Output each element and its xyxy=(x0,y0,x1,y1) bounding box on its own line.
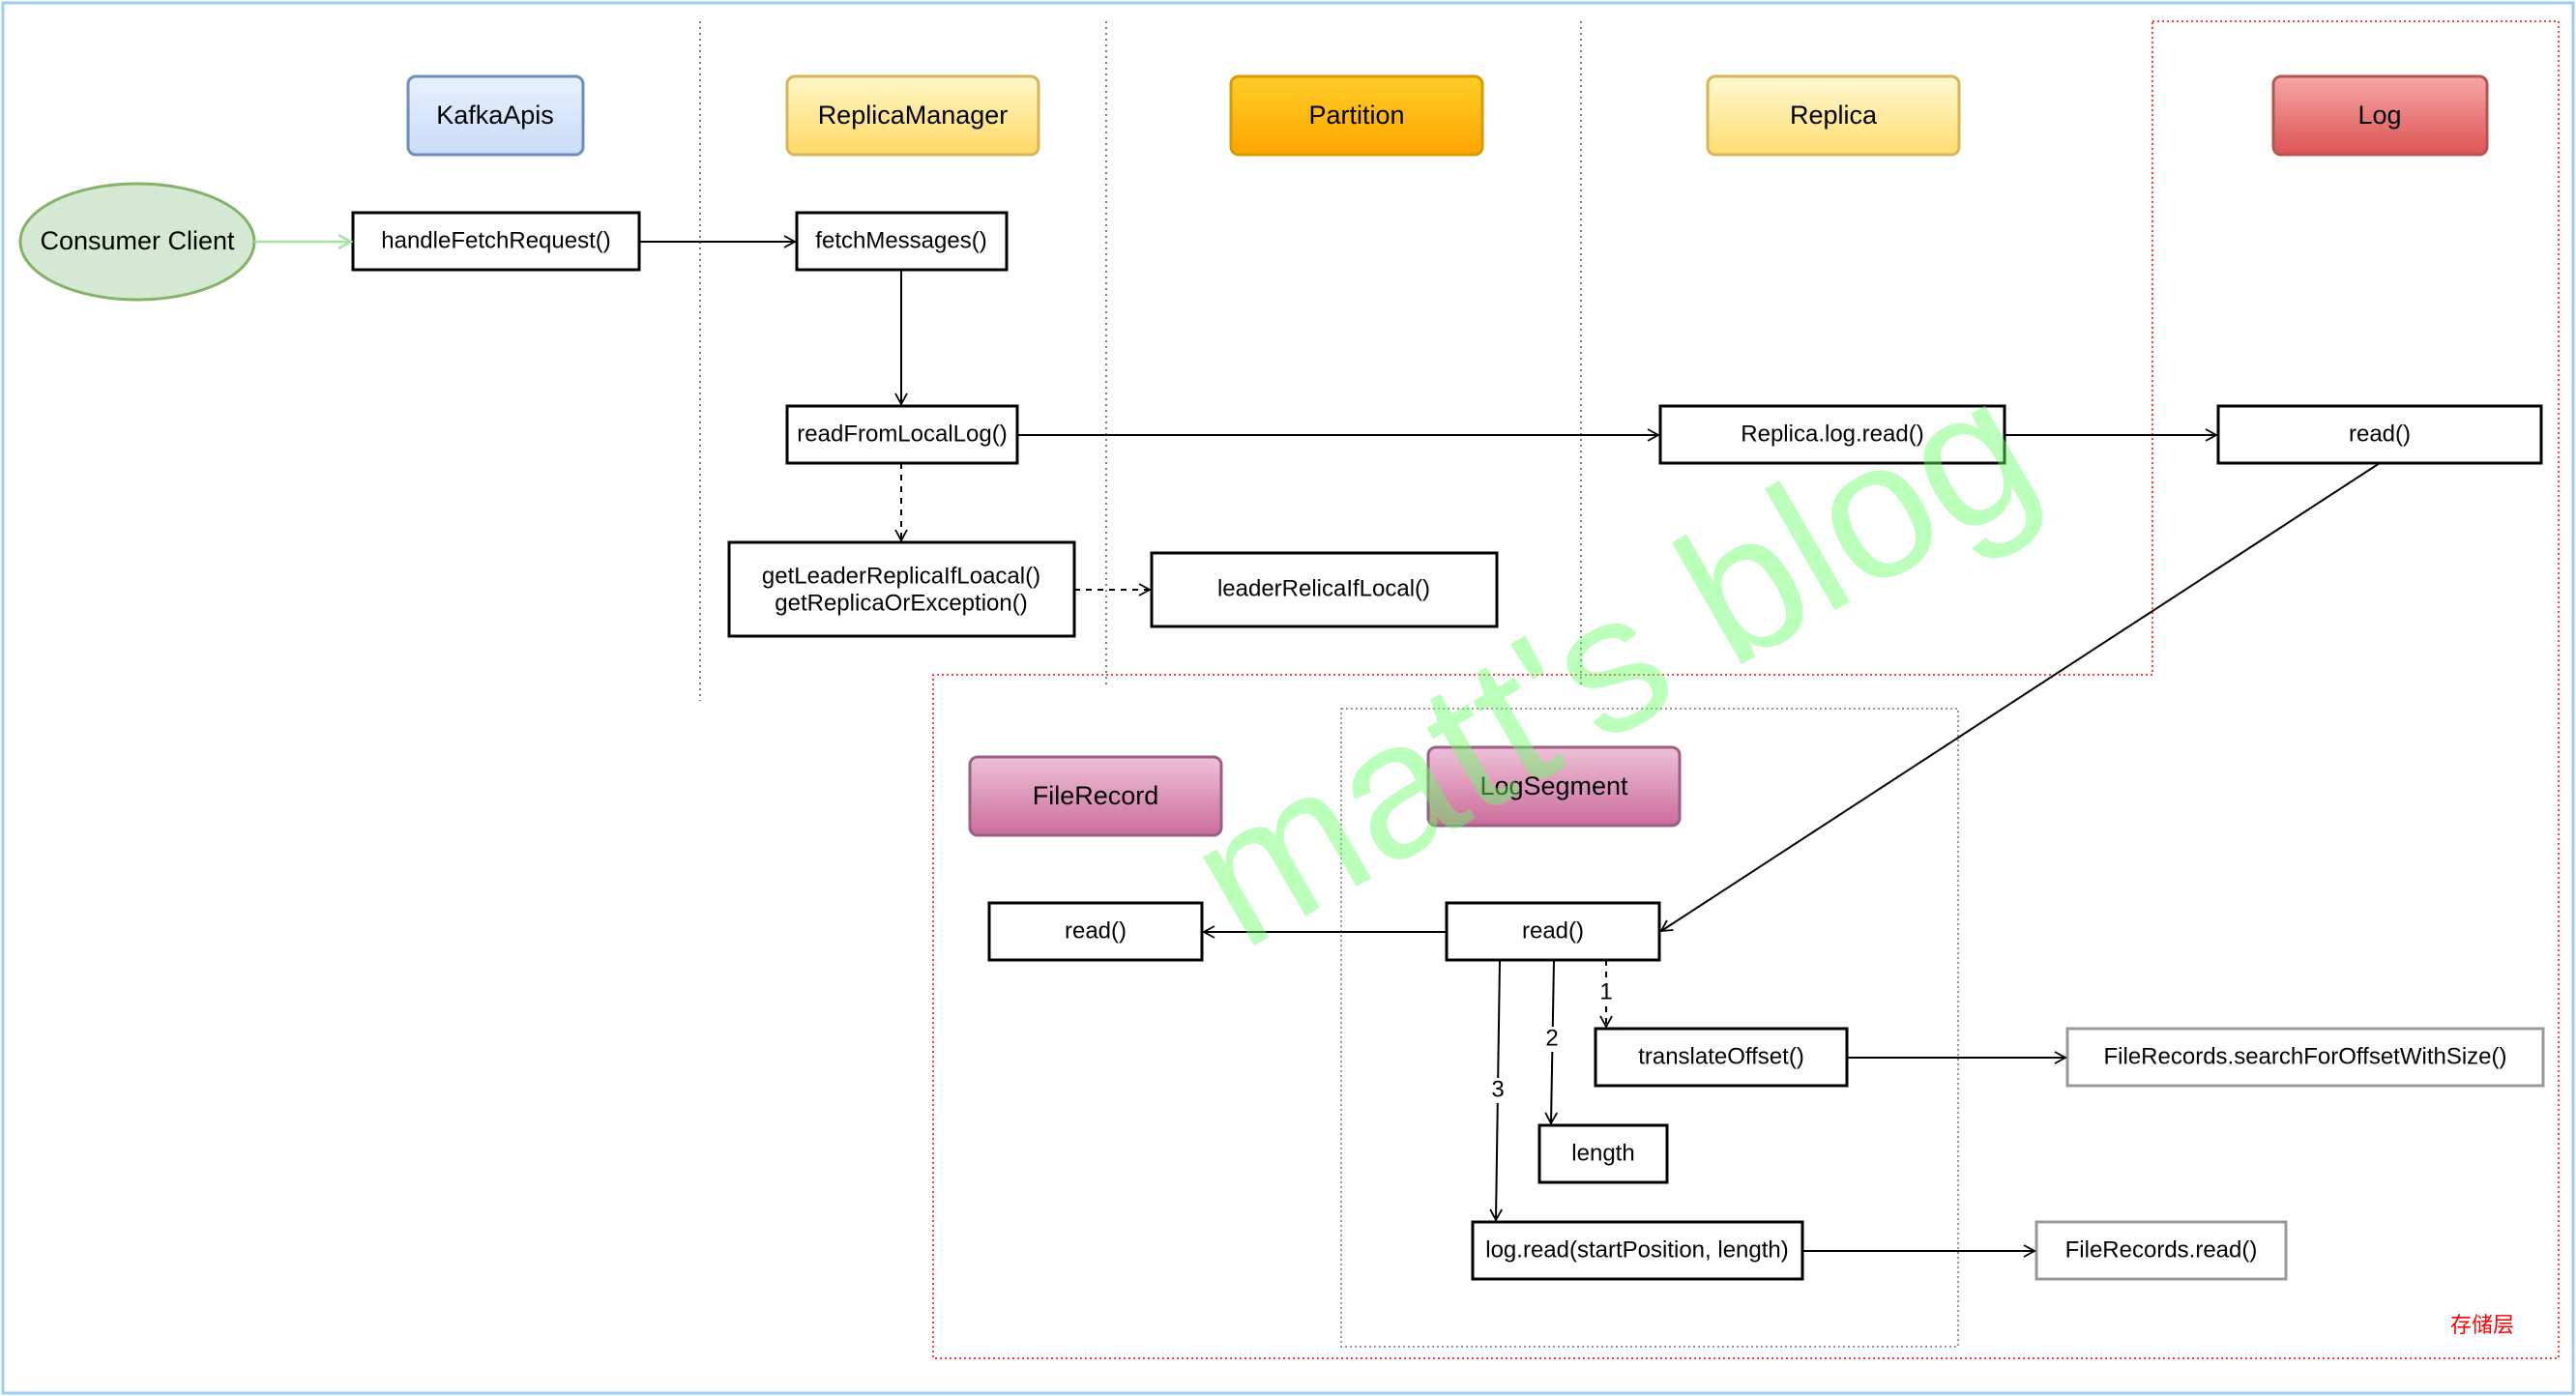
header-replica-label: Replica xyxy=(1790,101,1878,130)
node-translate-offset: translateOffset() xyxy=(1594,1027,1849,1088)
node-log-segment-read: read() xyxy=(1445,901,1661,962)
node-file-records-search-label: FileRecords.searchForOffsetWithSize() xyxy=(2104,1043,2507,1069)
node-log-read: read() xyxy=(2216,404,2543,465)
node-replica-log-read-label: Replica.log.read() xyxy=(1741,421,1923,447)
step-label-2: 2 xyxy=(1545,1025,1558,1051)
header-kafka-apis: KafkaApis xyxy=(406,74,585,157)
header-log-segment-label: LogSegment xyxy=(1479,771,1628,800)
node-file-records-read: FileRecords.read() xyxy=(2034,1220,2288,1281)
header-replica-manager-label: ReplicaManager xyxy=(818,101,1009,130)
node-read-from-local-log: readFromLocalLog() xyxy=(785,404,1019,465)
header-partition: Partition xyxy=(1229,74,1484,157)
node-log-read-start-position: log.read(startPosition, length) xyxy=(1471,1220,1804,1281)
header-replica-manager: ReplicaManager xyxy=(785,74,1040,157)
storage-layer-label: 存储层 xyxy=(2450,1313,2514,1337)
log-segment-group xyxy=(1340,708,1959,1348)
node-handle-fetch-request-label: handleFetchRequest() xyxy=(381,227,610,253)
node-file-record-read: read() xyxy=(987,901,1204,962)
node-get-leader-line1: getLeaderReplicaIfLoacal() xyxy=(762,563,1040,589)
node-replica-log-read: Replica.log.read() xyxy=(1658,404,2006,465)
node-leader-relica-if-local-label: leaderRelicaIfLocal() xyxy=(1217,575,1430,601)
node-log-read-start-position-label: log.read(startPosition, length) xyxy=(1485,1236,1789,1263)
header-file-record-label: FileRecord xyxy=(1033,781,1159,810)
node-fetch-messages-label: fetchMessages() xyxy=(815,227,986,253)
header-log-label: Log xyxy=(2357,101,2401,130)
node-read-from-local-log-label: readFromLocalLog() xyxy=(797,421,1007,447)
consumer-client: Consumer Client xyxy=(18,182,256,302)
header-replica: Replica xyxy=(1706,74,1961,157)
header-log: Log xyxy=(2271,74,2489,157)
header-partition-label: Partition xyxy=(1308,101,1404,130)
node-handle-fetch-request: handleFetchRequest() xyxy=(351,211,641,272)
node-log-read-label: read() xyxy=(2349,421,2411,447)
node-file-record-read-label: read() xyxy=(1065,917,1127,944)
step-label-3: 3 xyxy=(1491,1076,1504,1102)
node-leader-relica-if-local: leaderRelicaIfLocal() xyxy=(1150,551,1499,628)
node-file-records-read-label: FileRecords.read() xyxy=(2065,1236,2258,1263)
header-log-segment: LogSegment xyxy=(1426,745,1682,828)
node-get-leader-replica: getLeaderReplicaIfLoacal() getReplicaOrE… xyxy=(727,540,1076,638)
consumer-client-label: Consumer Client xyxy=(40,226,235,255)
edge-log-read-to-log-segment-read xyxy=(1659,462,2381,933)
node-length-label: length xyxy=(1571,1140,1634,1166)
header-kafka-apis-label: KafkaApis xyxy=(436,101,554,130)
step-label-1: 1 xyxy=(1599,978,1612,1004)
node-length: length xyxy=(1537,1123,1669,1184)
node-get-leader-line2: getReplicaOrException() xyxy=(775,590,1027,616)
node-translate-offset-label: translateOffset() xyxy=(1638,1043,1804,1069)
node-fetch-messages: fetchMessages() xyxy=(795,211,1009,272)
node-file-records-search: FileRecords.searchForOffsetWithSize() xyxy=(2065,1027,2545,1088)
storage-layer-region xyxy=(932,20,2560,1359)
header-file-record: FileRecord xyxy=(968,755,1223,837)
node-log-segment-read-label: read() xyxy=(1522,917,1584,944)
